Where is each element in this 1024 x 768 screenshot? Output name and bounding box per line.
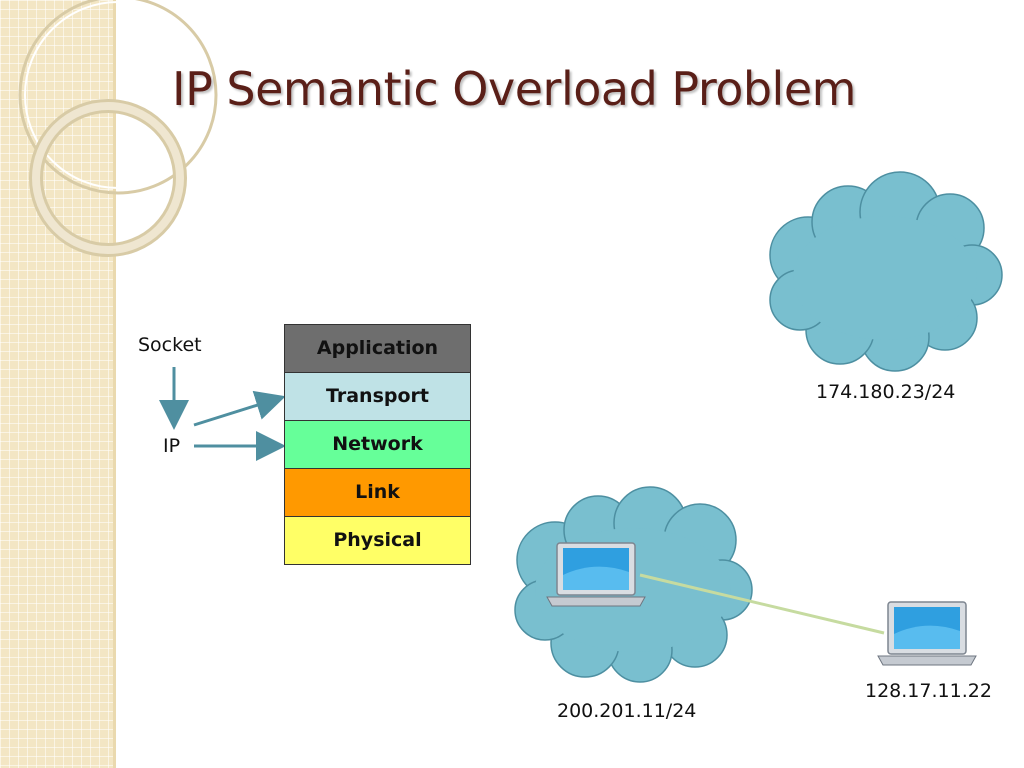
laptop-icon — [546, 542, 646, 607]
network-cloud-top — [769, 171, 1003, 372]
layer-transport: Transport — [285, 372, 470, 420]
cloud-top-prefix-label: 174.180.23/24 — [816, 381, 956, 403]
host-connection-line — [639, 573, 885, 635]
laptop-icon — [877, 601, 977, 666]
decorative-rings — [18, 0, 218, 257]
layer-application: Application — [285, 325, 470, 372]
layer-network: Network — [285, 420, 470, 468]
layer-link: Link — [285, 468, 470, 516]
layer-physical: Physical — [285, 516, 470, 564]
ip-to-transport-arrow — [193, 390, 286, 427]
protocol-stack: Application Transport Network Link Physi… — [284, 324, 471, 565]
cloud-bottom-prefix-label: 200.201.11/24 — [557, 700, 697, 722]
host-address-label: 128.17.11.22 — [865, 680, 992, 702]
slide-title: IP Semantic Overload Problem — [172, 62, 856, 116]
socket-label: Socket — [138, 334, 202, 356]
ip-label: IP — [163, 435, 181, 457]
